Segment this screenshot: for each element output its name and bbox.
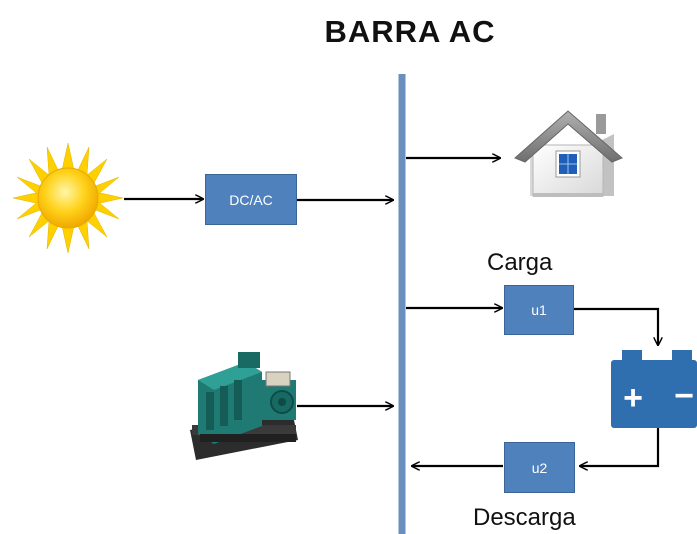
arrow-u1-to-battery [574, 307, 658, 345]
generator-icon [190, 352, 298, 460]
u1-box: u1 [504, 285, 574, 335]
carga-label: Carga [487, 249, 553, 276]
sun-icon [12, 142, 124, 254]
battery-minus: − [674, 377, 694, 415]
house-icon [514, 110, 623, 197]
diagram-title: BARRA AC [324, 14, 496, 49]
battery-icon: + − [611, 350, 697, 428]
u2-box: u2 [504, 442, 575, 493]
dc-ac-converter-box: DC/AC [205, 174, 297, 225]
battery-plus: + [623, 379, 643, 417]
arrow-battery-to-u2 [580, 428, 660, 466]
descarga-label: Descarga [473, 504, 576, 531]
